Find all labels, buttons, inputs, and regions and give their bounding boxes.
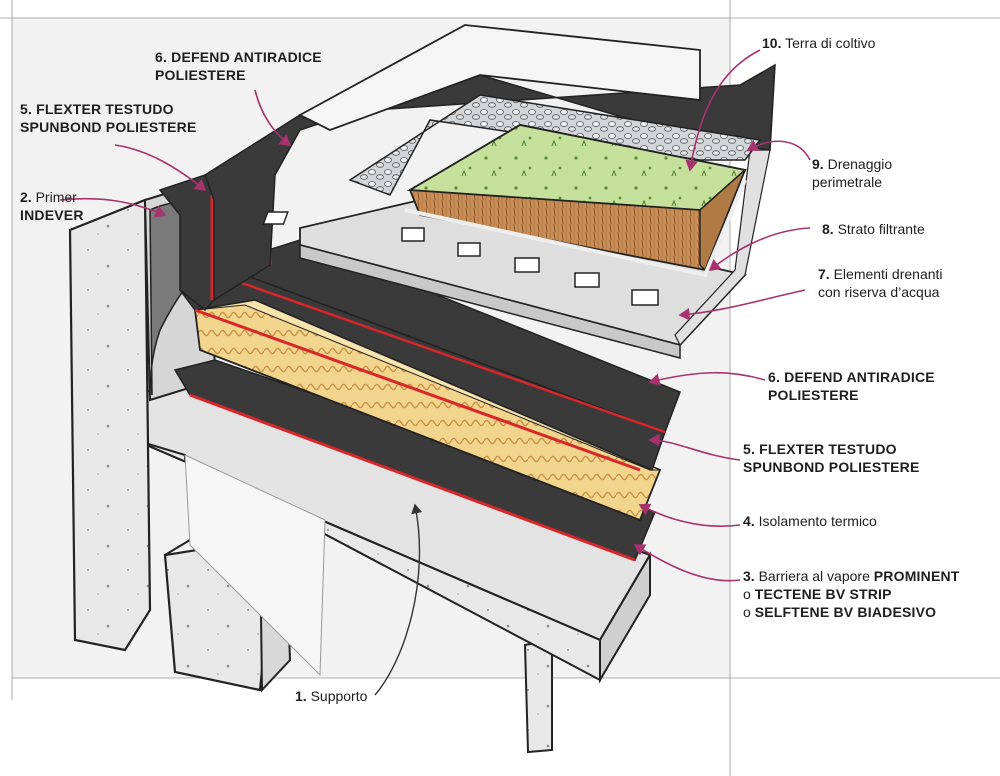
label-drenaggio-num: 9. xyxy=(812,156,824,172)
label-barriera: 3. Barriera al vapore PROMINENT o TECTEN… xyxy=(743,567,960,621)
label-terra: 10. Terra di coltivo xyxy=(762,34,875,52)
label-defend-right-line2: POLIESTERE xyxy=(768,387,859,403)
label-flexter-top-line2: SPUNBOND POLIESTERE xyxy=(20,119,197,135)
label-primer-product: INDEVER xyxy=(20,207,84,223)
label-barriera-alt2: SELFTENE BV BIADESIVO xyxy=(754,604,937,620)
label-defend-right: 6. DEFEND ANTIRADICE POLIESTERE xyxy=(768,368,935,404)
label-barriera-product: PROMINENT xyxy=(873,568,960,584)
label-terra-num: 10. xyxy=(762,35,782,51)
right-column xyxy=(523,638,553,754)
leader-arrows xyxy=(59,49,811,582)
label-filtrante-text: Strato filtrante xyxy=(837,221,925,237)
label-barriera-alt1-prefix: o xyxy=(743,586,751,602)
parapet-cap xyxy=(298,24,701,131)
parapet-wall xyxy=(68,198,152,652)
label-defend-right-line1: 6. DEFEND ANTIRADICE xyxy=(768,369,935,385)
filter-layer xyxy=(404,179,747,278)
arrow-l8 xyxy=(708,227,811,271)
arrow-l3 xyxy=(633,544,741,582)
label-flexter-right: 5. FLEXTER TESTUDO SPUNBOND POLIESTERE xyxy=(743,440,920,476)
label-isolamento: 4. Isolamento termico xyxy=(743,512,877,530)
label-primer-text: Primer xyxy=(35,189,77,205)
label-barriera-alt1: TECTENE BV STRIP xyxy=(754,586,892,602)
vapour-barrier-layer xyxy=(173,359,656,561)
label-isolamento-text: Isolamento termico xyxy=(758,513,877,529)
label-flexter-right-line2: SPUNBOND POLIESTERE xyxy=(743,459,920,475)
label-barriera-alt2-prefix: o xyxy=(743,604,751,620)
arrow-l10 xyxy=(685,49,761,172)
label-drenaggio-line1: Drenaggio xyxy=(827,156,893,172)
label-primer-num: 2. xyxy=(20,189,32,205)
label-flexter-right-line1: 5. FLEXTER TESTUDO xyxy=(743,441,897,457)
label-drenaggio: 9. Drenaggio perimetrale xyxy=(812,155,892,191)
arrow-l6a xyxy=(254,89,292,146)
label-supporto-num: 1. xyxy=(295,688,307,704)
label-barriera-text: Barriera al vapore xyxy=(758,568,870,584)
arrow-l2 xyxy=(59,197,167,218)
label-drenaggio-line2: perimetrale xyxy=(812,174,883,190)
arrow-l4 xyxy=(638,503,741,527)
arrow-l9 xyxy=(746,139,811,161)
arrow-l7 xyxy=(678,289,806,321)
arrow-l5a xyxy=(114,144,207,191)
label-flexter-top: 5. FLEXTER TESTUDO SPUNBOND POLIESTERE xyxy=(20,100,197,136)
label-flexter-top-line1: 5. FLEXTER TESTUDO xyxy=(20,101,174,117)
drainage-cells xyxy=(262,211,659,306)
label-primer: 2. Primer INDEVER xyxy=(20,188,84,224)
label-isolamento-num: 4. xyxy=(743,513,755,529)
label-defend-top-line2: POLIESTERE xyxy=(155,67,246,83)
label-supporto: 1. Supporto xyxy=(295,687,367,705)
label-terra-text: Terra di coltivo xyxy=(785,35,876,51)
label-filtrante: 8. Strato filtrante xyxy=(822,220,925,238)
label-defend-top-line1: 6. DEFEND ANTIRADICE xyxy=(155,49,322,65)
label-defend-top: 6. DEFEND ANTIRADICE POLIESTERE xyxy=(155,48,322,84)
label-barriera-num: 3. xyxy=(743,568,755,584)
gravel-drainage xyxy=(348,94,762,196)
label-elementi-line1: Elementi drenanti xyxy=(833,266,943,282)
label-elementi-line2: con riserva d’acqua xyxy=(818,284,940,300)
label-elementi: 7. Elementi drenanti con riserva d’acqua xyxy=(818,265,943,301)
label-filtrante-num: 8. xyxy=(822,221,834,237)
arrow-l5b xyxy=(648,433,741,461)
label-supporto-text: Supporto xyxy=(310,688,368,704)
arrow-l6b xyxy=(648,371,766,386)
label-elementi-num: 7. xyxy=(818,266,830,282)
arrow-l1 xyxy=(374,503,423,696)
